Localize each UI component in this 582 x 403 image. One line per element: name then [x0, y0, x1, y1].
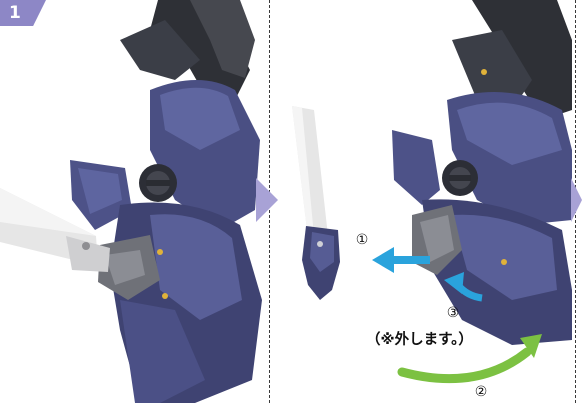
step-label-3: ③: [446, 305, 460, 321]
remove-note: （※外します。）: [366, 332, 473, 348]
curved-arrow-icon: [397, 334, 542, 384]
right-panel: [272, 0, 572, 403]
left-panel: 1: [0, 0, 268, 403]
right-illustration: [292, 0, 572, 384]
curved-arrow-up-left-icon: [444, 272, 483, 302]
left-illustration: [0, 0, 262, 403]
triangle-right-icon: [571, 178, 582, 222]
arrow-left-icon: [372, 247, 430, 273]
step-label-1: ①: [355, 232, 369, 248]
step-label-2: ②: [474, 384, 488, 400]
